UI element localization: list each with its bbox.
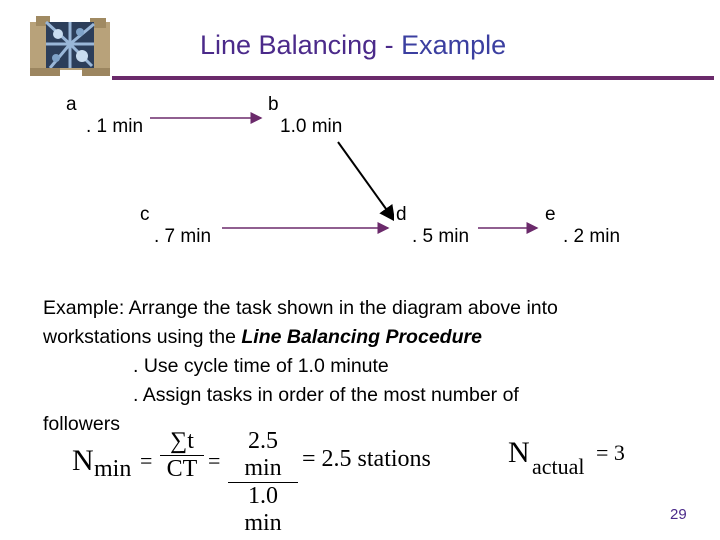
bullet-assign-tasks: . Assign tasks in order of the most numb…: [133, 384, 519, 406]
logo-image: [30, 16, 110, 76]
arrow-b-d: [337, 141, 396, 222]
formula-N: N: [72, 444, 94, 477]
body-line-1: Example: Arrange the task shown in the d…: [43, 297, 558, 319]
task-box-e: e . 2 min: [543, 204, 627, 250]
body-text: Example: Arrange the task shown in the d…: [43, 294, 703, 439]
fraction-sum-t-over-ct: ∑t CT: [160, 428, 204, 483]
fraction-denominator: CT: [166, 456, 198, 482]
formula-actual-subscript: actual: [532, 454, 585, 479]
task-label: e: [545, 204, 556, 225]
procedure-name: Line Balancing Procedure: [241, 326, 482, 348]
task-label: c: [140, 204, 150, 225]
task-box-c: c . 7 min: [138, 204, 222, 250]
equals-sign: =: [208, 448, 221, 473]
task-time: . 2 min: [563, 226, 621, 247]
fraction-values: 2.5 min 1.0 min: [228, 428, 298, 537]
body-line-2-prefix: workstations using the: [43, 326, 242, 348]
precedence-diagram: [150, 112, 539, 234]
task-label: a: [66, 94, 77, 115]
formula-min-subscript: min: [94, 456, 132, 482]
formula-result: = 2.5 stations: [302, 446, 431, 472]
task-time: . 1 min: [86, 116, 144, 137]
formula-actual-value: = 3: [596, 440, 625, 465]
task-time: . 7 min: [154, 226, 212, 247]
bullet-cycle-time: . Use cycle time of 1.0 minute: [133, 355, 389, 377]
formula-N: N: [508, 436, 530, 469]
page-number: 29: [670, 506, 687, 523]
body-line-5: followers: [43, 413, 120, 435]
task-label: b: [268, 94, 279, 115]
task-label: d: [396, 204, 407, 225]
fraction-numerator: ∑t: [160, 428, 204, 456]
equals-sign: =: [140, 448, 153, 473]
task-time: . 5 min: [412, 226, 470, 247]
body-line-2: workstations using the Line Balancing Pr…: [43, 323, 703, 352]
fraction-numerator: 2.5 min: [228, 428, 298, 483]
fraction-denominator: 1.0 min: [244, 483, 282, 536]
task-box-b: b 1.0 min: [266, 94, 350, 140]
task-time: 1.0 min: [280, 116, 343, 137]
title-example: Example: [401, 30, 507, 60]
title-underline: [112, 76, 714, 80]
task-box-a: a . 1 min: [64, 94, 148, 140]
task-box-d: d . 5 min: [394, 204, 478, 250]
title-main: Line Balancing -: [200, 30, 402, 60]
slide-title: Line Balancing - Example: [200, 30, 506, 61]
